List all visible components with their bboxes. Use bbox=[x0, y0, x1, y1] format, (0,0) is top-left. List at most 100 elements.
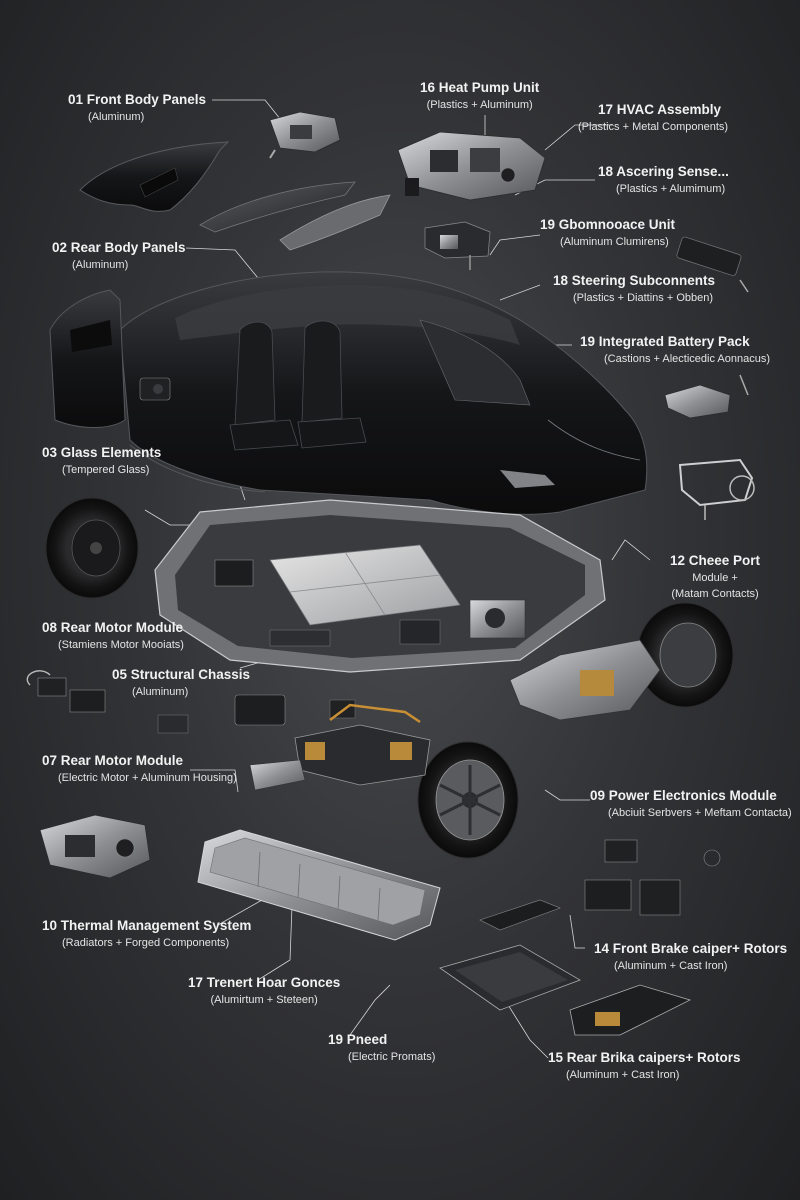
rear-wheel bbox=[45, 497, 139, 599]
leader-line-17b bbox=[257, 905, 293, 981]
callout-rear-body-panels: 02 Rear Body Panels (Aluminum) bbox=[52, 240, 186, 273]
callout-trenert-hoar-gonces: 17 Trenert Hoar Gonces (Alumirtum + Stet… bbox=[188, 975, 340, 1008]
callout-power-electronics-module: 09 Power Electronics Module (Abciuit Ser… bbox=[590, 788, 792, 821]
leader-line-17a bbox=[544, 124, 612, 151]
callout-material: (Aluminum) bbox=[132, 685, 189, 698]
callout-material: (Stamiens Motor Mooiats) bbox=[58, 638, 184, 651]
callout-ascering-sensor: 18 Ascering Sense... (Plastics + Alumimu… bbox=[598, 164, 729, 197]
leader-line-misc-a bbox=[144, 509, 190, 526]
side-bracket-part bbox=[664, 374, 749, 419]
callout-title: 18 Steering Subconnents bbox=[553, 273, 716, 288]
callout-front-brake-calipers: 14 Front Brake caiper+ Rotors (Aluminum … bbox=[594, 941, 787, 974]
callout-title: 02 Rear Body Panels bbox=[52, 240, 186, 255]
callout-title: 17 Trenert Hoar Gonces bbox=[188, 975, 341, 990]
small-bracket-part bbox=[249, 759, 306, 791]
front-wheel-assembly bbox=[509, 602, 734, 721]
callout-title: 19 Integrated Battery Pack bbox=[580, 334, 750, 349]
callout-rear-brake-calipers: 15 Rear Brika caipers+ Rotors (Aluminum … bbox=[548, 1050, 740, 1083]
battery-cell-block bbox=[269, 544, 461, 626]
leader-line-10 bbox=[217, 899, 263, 926]
callout-material: (Radiators + Forged Components) bbox=[62, 936, 230, 949]
callout-integrated-battery-pack: 19 Integrated Battery Pack (Castions + A… bbox=[580, 334, 770, 367]
callout-title: 15 Rear Brika caipers+ Rotors bbox=[548, 1050, 741, 1065]
callout-material: (Plastics + Alumimum) bbox=[616, 182, 726, 195]
callout-gbomnooace-unit: 19 Gbomnooace Unit (Aluminum Clumirens) bbox=[540, 217, 675, 250]
callout-title: 09 Power Electronics Module bbox=[590, 788, 777, 803]
rear-brake-part bbox=[569, 984, 692, 1036]
front-seat-right bbox=[297, 320, 367, 449]
steering-bracket-part bbox=[676, 236, 749, 293]
callout-material: (Plastics + Metal Components) bbox=[578, 120, 729, 133]
callout-front-body-panels: 01 Front Body Panels (Aluminum) bbox=[68, 92, 206, 125]
front-subframe-part bbox=[269, 111, 341, 159]
leader-line-19a bbox=[489, 234, 541, 256]
callout-material: (Aluminum) bbox=[72, 258, 129, 271]
seat-frame-part bbox=[678, 458, 755, 520]
hvac-small-part bbox=[424, 221, 491, 270]
rear-motor-part bbox=[26, 670, 106, 713]
leader-line-15 bbox=[504, 999, 549, 1059]
callout-title: 12 Cheee Port bbox=[670, 553, 761, 568]
leader-line-01 bbox=[212, 99, 286, 126]
callout-cheee-port: 12 Cheee Port Module + (Matam Contacts) bbox=[670, 553, 760, 601]
rear-motor-module bbox=[39, 814, 151, 879]
leader-line-07 bbox=[190, 769, 239, 793]
callout-rear-motor-module-08: 08 Rear Motor Module (Stamiens Motor Moo… bbox=[42, 620, 184, 653]
callout-heat-pump-unit: 16 Heat Pump Unit (Plastics + Aluminum) bbox=[420, 80, 539, 113]
callout-glass-elements: 03 Glass Elements (Tempered Glass) bbox=[42, 445, 161, 478]
rear-body-panel bbox=[49, 289, 126, 428]
callout-title: 03 Glass Elements bbox=[42, 445, 162, 460]
integrated-battery-pack bbox=[197, 829, 441, 941]
glass-roof-panels bbox=[199, 181, 391, 251]
leader-line-14 bbox=[569, 914, 585, 949]
callout-thermal-management: 10 Thermal Management System (Radiators … bbox=[42, 918, 251, 951]
floor-plate-part bbox=[439, 944, 581, 1011]
callout-material: (Alumirtum + Steteen) bbox=[210, 993, 318, 1006]
callout-steering-subconnents: 18 Steering Subconnents (Plastics + Diat… bbox=[553, 273, 715, 306]
callout-material: (Aluminum Clumirens) bbox=[560, 235, 669, 248]
callout-material: (Aluminum + Cast Iron) bbox=[614, 959, 728, 972]
leader-line-19c bbox=[349, 984, 391, 1036]
callout-title: 10 Thermal Management System bbox=[42, 918, 252, 933]
leader-line-18b bbox=[499, 284, 541, 301]
callout-material: (Tempered Glass) bbox=[62, 463, 150, 476]
callout-title: 01 Front Body Panels bbox=[68, 92, 207, 107]
leader-lines bbox=[144, 99, 651, 1059]
callout-material: (Plastics + Diattins + Obben) bbox=[573, 291, 714, 304]
leader-line-misc-b bbox=[239, 484, 246, 501]
callout-pneed: 19 Pneed (Electric Promats) bbox=[328, 1032, 435, 1065]
callout-title: 08 Rear Motor Module bbox=[42, 620, 184, 635]
callout-title: 14 Front Brake caiper+ Rotors bbox=[594, 941, 788, 956]
leader-line-12 bbox=[611, 539, 651, 561]
callout-material: (Castions + Alecticedic Aonnacus) bbox=[604, 352, 771, 365]
callout-material: (Electric Promats) bbox=[348, 1050, 436, 1063]
callout-material: (Aluminum) bbox=[88, 110, 145, 123]
front-seat-left bbox=[229, 321, 299, 451]
callout-title: 19 Pneed bbox=[328, 1032, 388, 1047]
callout-material-detail: (Matam Contacts) bbox=[671, 587, 759, 600]
callout-title: 19 Gbomnooace Unit bbox=[540, 217, 676, 232]
chassis-components bbox=[214, 559, 526, 647]
callout-title: 05 Structural Chassis bbox=[112, 667, 251, 682]
callout-title: 17 HVAC Assembly bbox=[598, 102, 722, 117]
callout-title: 07 Rear Motor Module bbox=[42, 753, 184, 768]
mid-parts-cluster bbox=[157, 694, 356, 734]
heat-pump-unit bbox=[397, 131, 546, 201]
callout-material: (Abciuit Serbvers + Meftam Contacta) bbox=[608, 806, 792, 819]
leader-line-09 bbox=[544, 789, 590, 801]
callout-structural-chassis: 05 Structural Chassis (Aluminum) bbox=[112, 667, 250, 700]
callout-material: Module + bbox=[692, 571, 738, 584]
callout-rear-motor-module-07: 07 Rear Motor Module (Electric Motor + A… bbox=[42, 753, 237, 786]
callout-material: (Aluminum + Cast Iron) bbox=[566, 1068, 680, 1081]
front-tire-large bbox=[417, 741, 519, 859]
small-module-left bbox=[139, 377, 171, 401]
front-body-panel bbox=[79, 141, 230, 212]
callout-hvac-assembly: 17 HVAC Assembly (Plastics + Metal Compo… bbox=[578, 102, 728, 135]
callout-title: 16 Heat Pump Unit bbox=[420, 80, 540, 95]
power-electronics-module bbox=[294, 703, 431, 786]
callout-title: 18 Ascering Sense... bbox=[598, 164, 729, 179]
right-lower-parts bbox=[479, 839, 721, 931]
callout-material: (Plastics + Aluminum) bbox=[426, 98, 533, 111]
callout-material: (Electric Motor + Aluminum Housing) bbox=[58, 771, 237, 784]
